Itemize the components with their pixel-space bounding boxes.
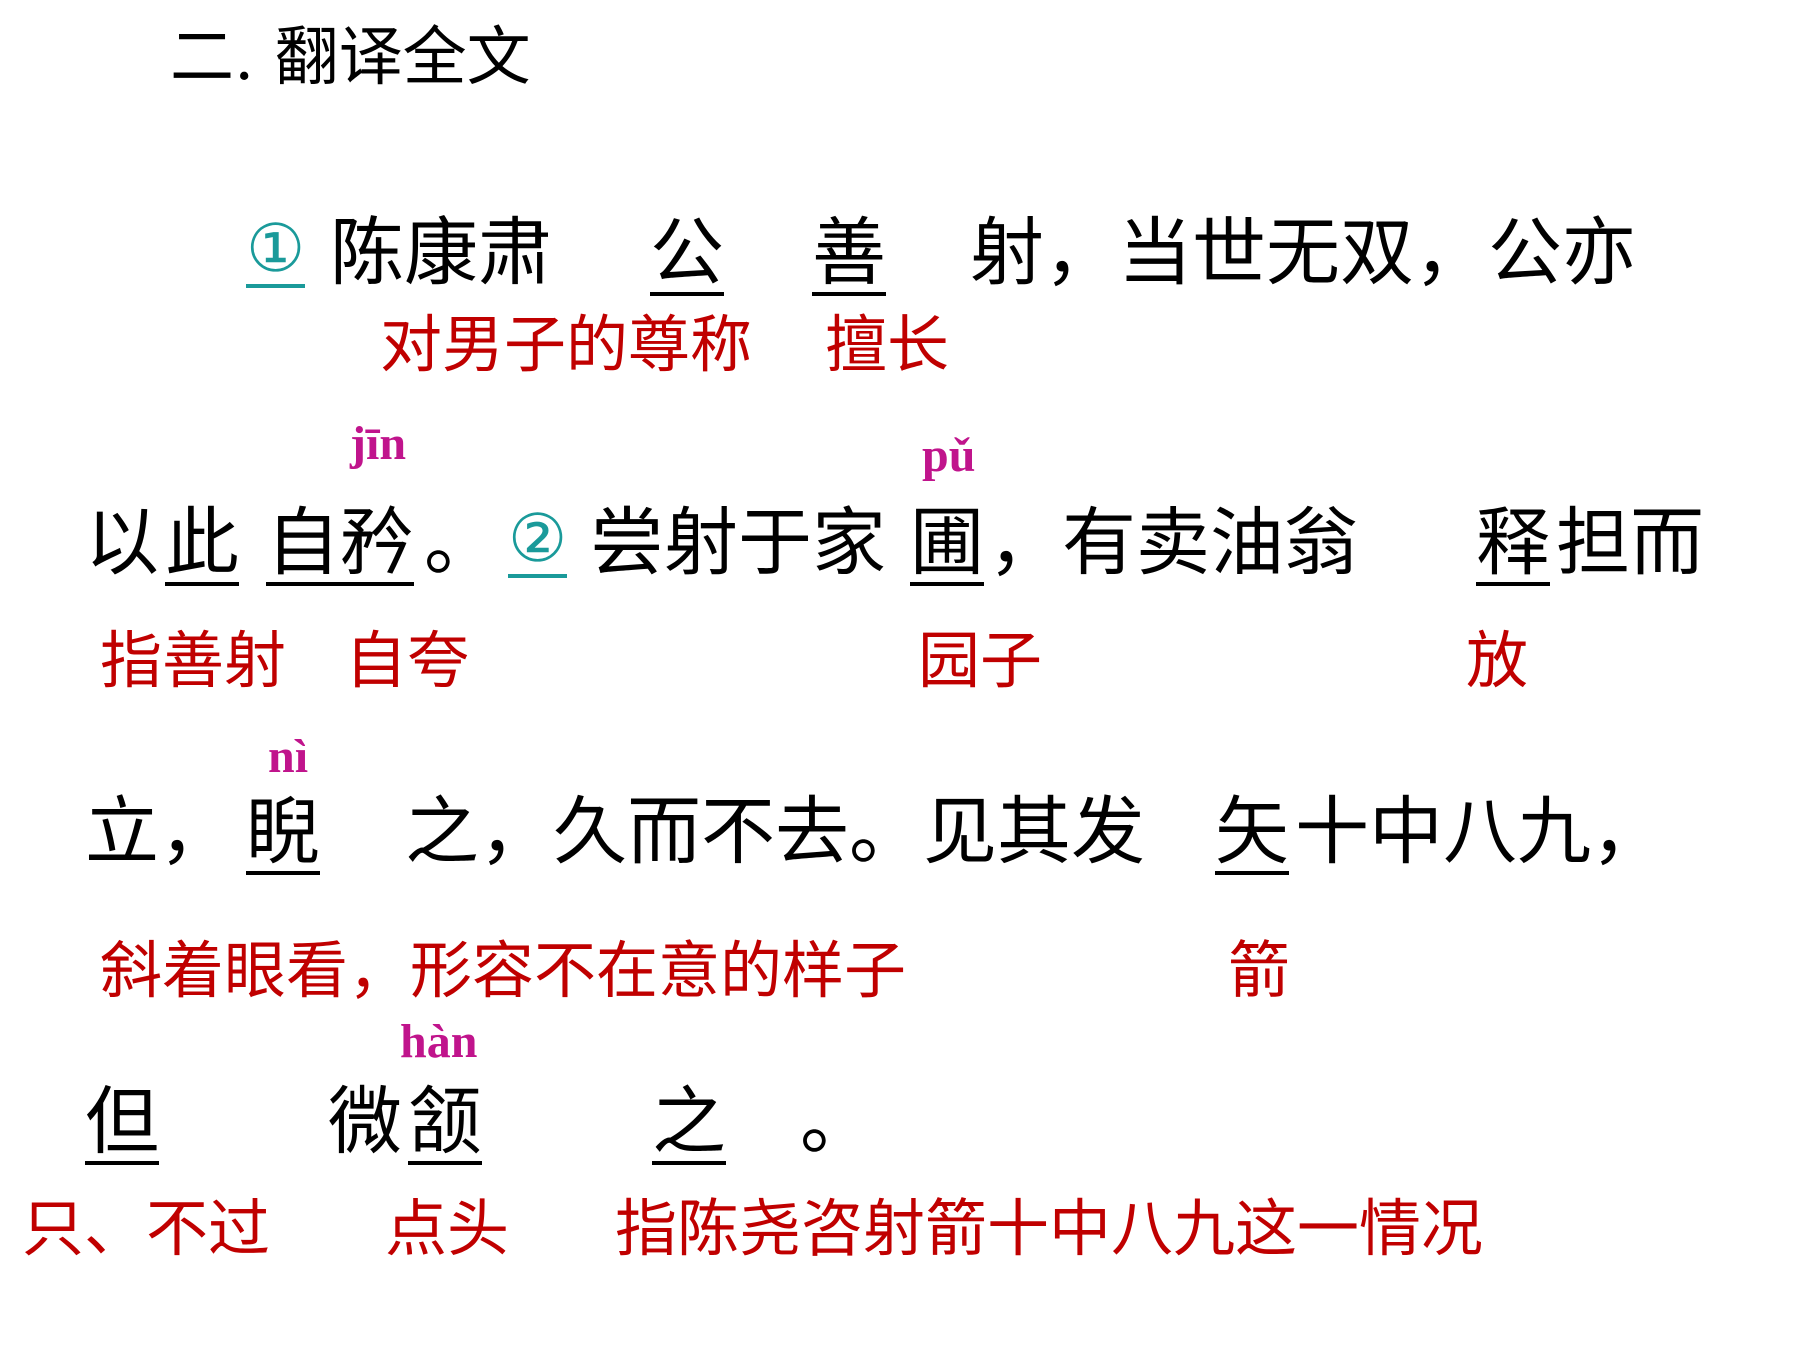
term-dan: 但 [85, 1079, 159, 1165]
pinyin-jin: jīn [350, 417, 407, 470]
line2-text-c: 尝射于家 [590, 500, 886, 586]
pinyin-han: hàn [400, 1015, 478, 1068]
sentence-number-2: ② [508, 500, 568, 578]
line1-text-b: 射，当世无双，公亦 [970, 210, 1636, 296]
annotation-zhi: 指陈尧咨射箭十中八九这一情况 [615, 1192, 1484, 1265]
line1-text-a: 陈康肃 [330, 210, 552, 296]
line2-text-e: 担而 [1556, 500, 1704, 586]
line4-text-a: 微 [328, 1079, 402, 1165]
term-shan: 善 [812, 210, 886, 296]
annotation-han: 点头 [385, 1192, 510, 1265]
line3-text-c: 十中八九， [1295, 789, 1665, 875]
annotation-zijin: 自夸 [345, 624, 470, 697]
annotation-shan: 擅长 [825, 308, 950, 381]
term-ci: 此 [165, 500, 239, 586]
term-pu: 圃 [910, 500, 984, 586]
line2-text-a: 以 [85, 500, 159, 586]
term-zhi: 之 [652, 1079, 726, 1165]
annotation-dan: 只、不过 [22, 1192, 271, 1265]
term-gong: 公 [650, 210, 724, 296]
term-han: 颔 [408, 1079, 482, 1165]
pinyin-ni: nì [268, 730, 309, 783]
annotation-ni: 斜着眼看，形容不在意的样子 [100, 934, 907, 1007]
line2-text-d: ，有卖油翁 [988, 500, 1358, 586]
term-shi: 释 [1476, 500, 1550, 586]
line3-text-a: 立， [85, 789, 233, 875]
pinyin-pu: pǔ [922, 429, 976, 482]
page-title: 二. 翻译全文 [170, 21, 531, 95]
annotation-shi: 放 [1466, 624, 1529, 697]
line2-text-b: 。 [424, 500, 498, 586]
line4-text-b: 。 [800, 1079, 874, 1165]
term-shi-arrow: 矢 [1215, 789, 1289, 875]
annotation-ci: 指善射 [100, 624, 287, 697]
term-zijin: 自矜 [266, 500, 414, 586]
term-ni: 睨 [246, 789, 320, 875]
sentence-number-1: ① [246, 210, 306, 288]
line3-text-b: 之，久而不去。见其发 [405, 789, 1145, 875]
annotation-gong: 对男子的尊称 [380, 308, 753, 381]
annotation-pu: 园子 [918, 624, 1043, 697]
annotation-shi-arrow: 箭 [1228, 934, 1291, 1007]
